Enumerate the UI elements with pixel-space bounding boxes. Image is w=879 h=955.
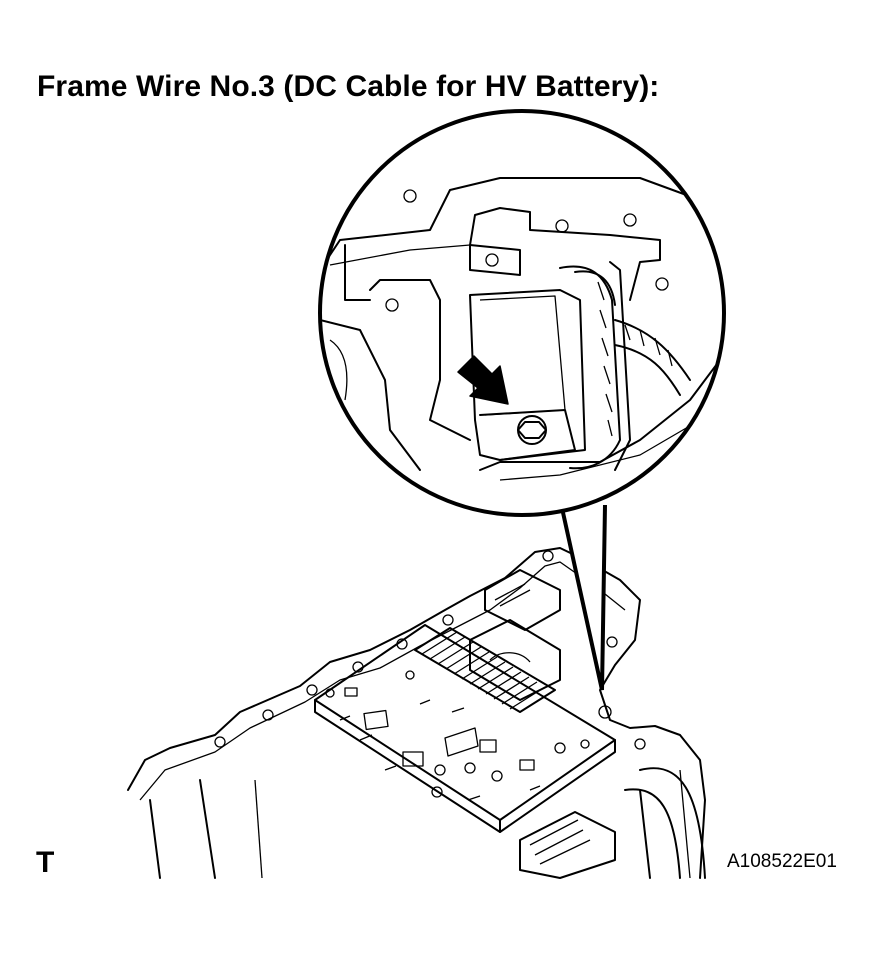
lower-connector	[519, 811, 616, 879]
bolt	[517, 415, 547, 445]
callout-pointer	[560, 504, 607, 691]
heat-sink	[414, 627, 556, 713]
magnified-view	[318, 109, 726, 517]
circuit-board	[314, 624, 616, 833]
connector-block	[469, 569, 561, 701]
frame-bolt-holes	[214, 550, 646, 750]
figure-id: A108522E01	[727, 851, 837, 872]
inverter-assembly	[127, 547, 706, 879]
corner-label: T	[36, 846, 55, 879]
diagram-title: Frame Wire No.3 (DC Cable for HV Battery…	[37, 70, 660, 103]
arrow-icon	[457, 355, 509, 405]
